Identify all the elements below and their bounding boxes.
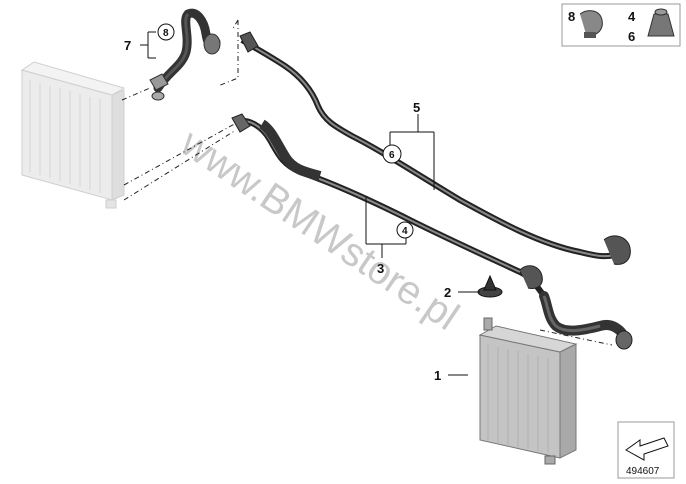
hose-lower bbox=[539, 291, 633, 350]
parts-legend: 8 4 6 bbox=[561, 3, 681, 47]
reference-number: 494607 bbox=[626, 466, 660, 477]
grommet-icon bbox=[647, 8, 675, 37]
callout-4: 4 bbox=[402, 226, 408, 237]
callout-1: 1 bbox=[434, 368, 441, 383]
oil-cooler bbox=[478, 317, 578, 465]
pipe-long-lower bbox=[231, 113, 547, 298]
legend-4: 4 bbox=[628, 9, 636, 24]
ghost-radiator bbox=[20, 61, 126, 209]
connection-lines bbox=[121, 19, 613, 346]
watermark-text: www.BMWstore.pl bbox=[172, 120, 466, 338]
pipe-long-upper bbox=[239, 31, 631, 265]
callout-4-circle bbox=[396, 221, 414, 239]
leader-lines bbox=[140, 31, 480, 376]
legend-8: 8 bbox=[568, 9, 575, 24]
hose-upper bbox=[149, 8, 221, 101]
reference-box: 494607 bbox=[617, 421, 675, 479]
grommet-part bbox=[477, 274, 503, 298]
callout-8-circle bbox=[157, 23, 175, 41]
callout-6-circle bbox=[382, 144, 402, 164]
callout-7: 7 bbox=[124, 38, 131, 53]
callout-8: 8 bbox=[163, 28, 169, 39]
clip-icon bbox=[579, 10, 603, 38]
legend-6: 6 bbox=[628, 29, 635, 44]
direction-arrow-icon bbox=[625, 437, 669, 461]
callout-3: 3 bbox=[377, 261, 384, 276]
callout-2: 2 bbox=[444, 285, 451, 300]
callout-5: 5 bbox=[413, 100, 420, 115]
callout-6: 6 bbox=[389, 150, 395, 161]
